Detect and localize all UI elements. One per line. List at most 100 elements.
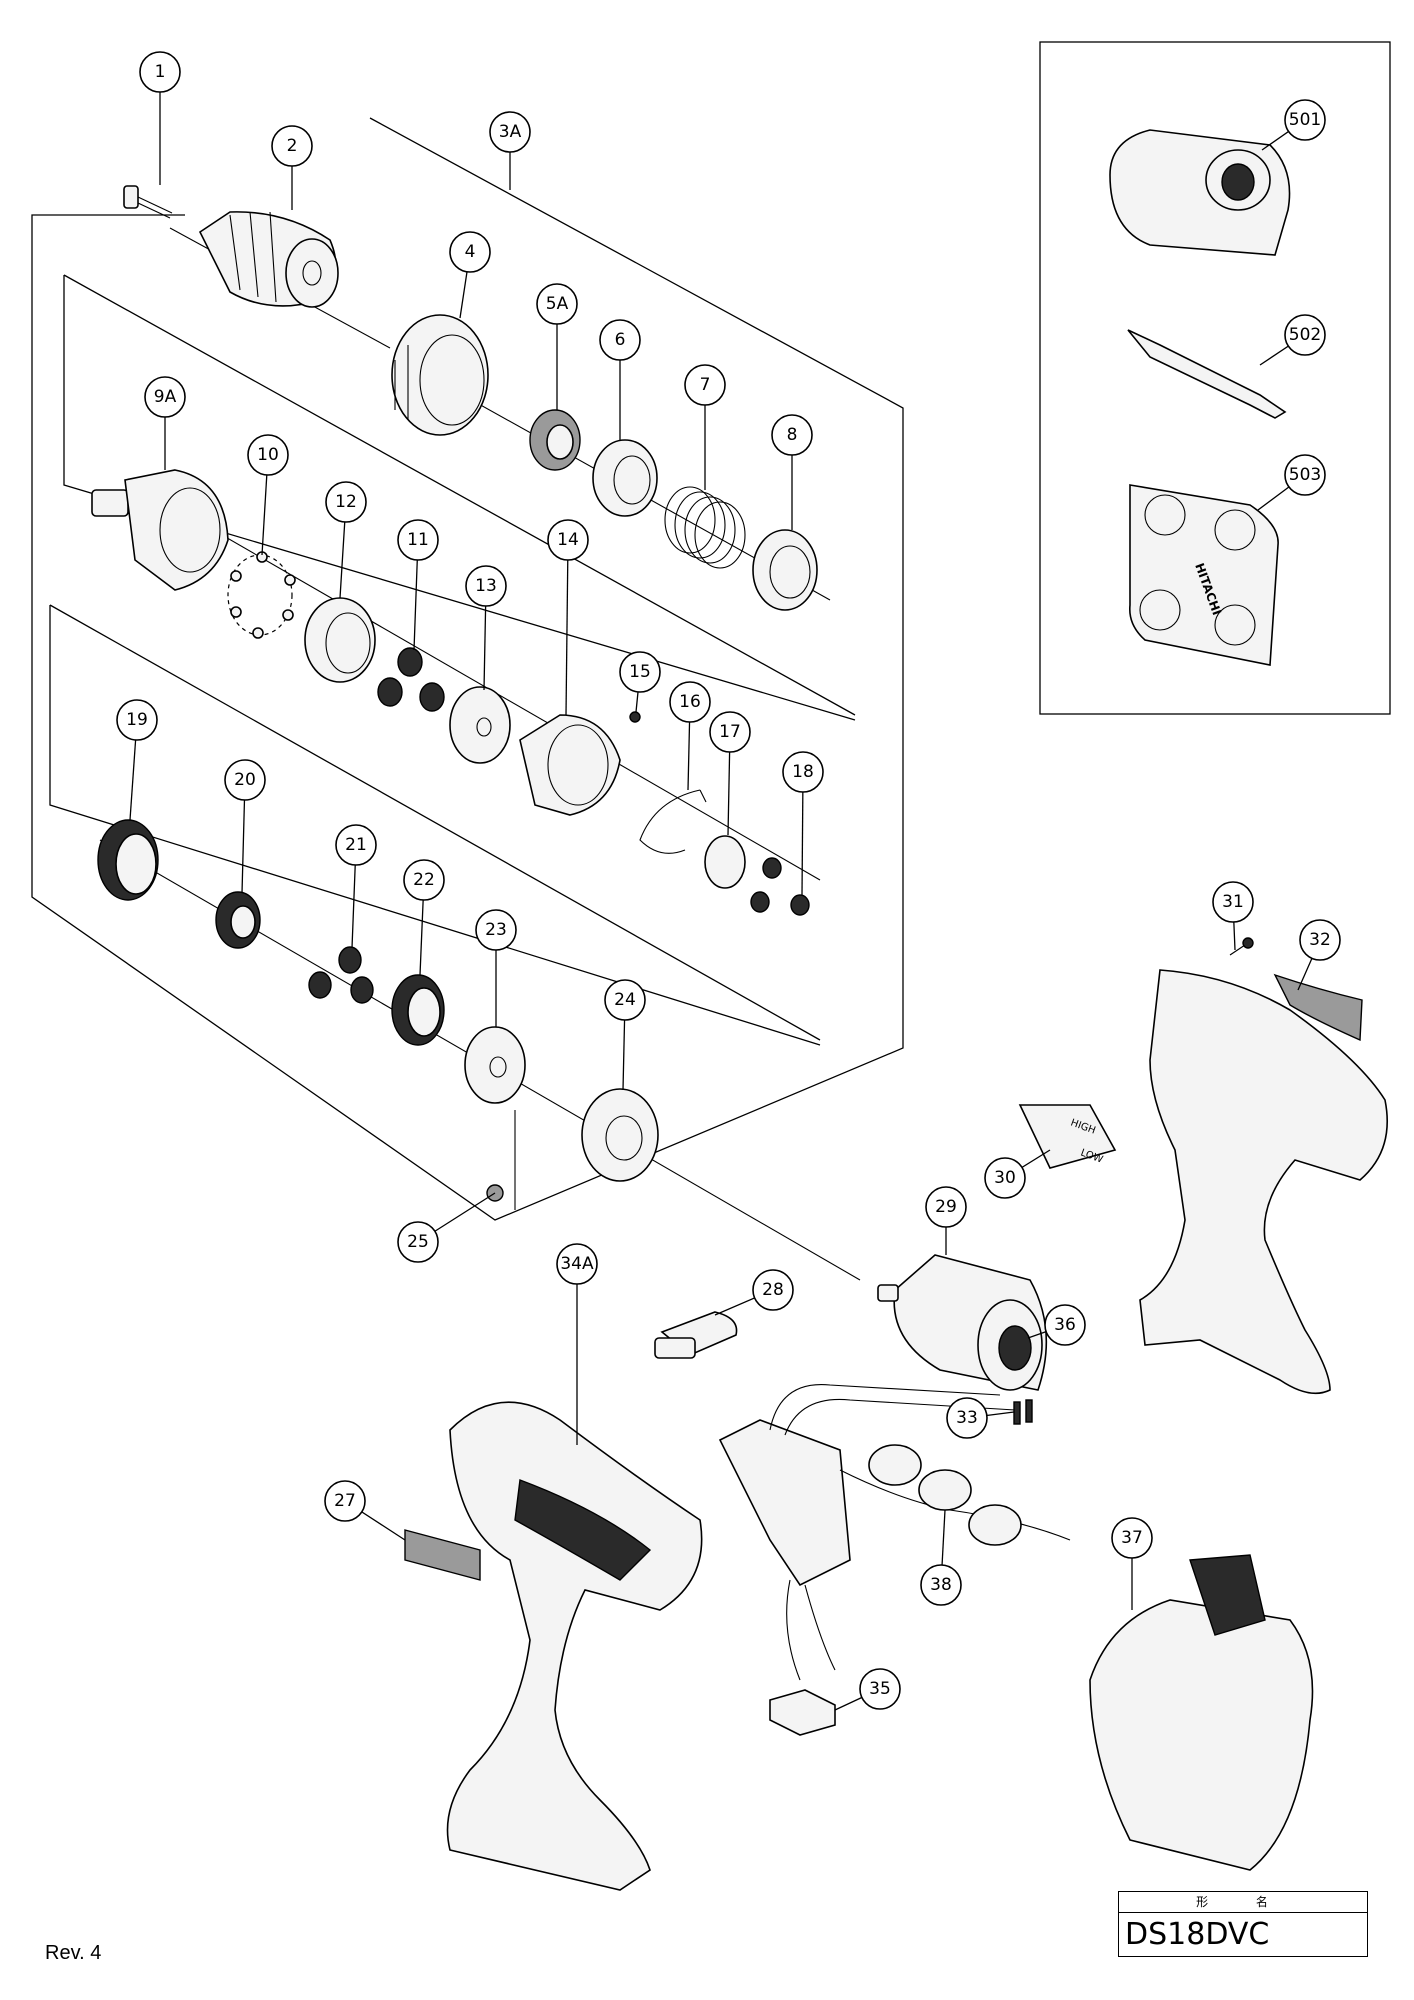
callout-32: 32 [1299,919,1341,961]
callout-label-17: 17 [719,722,741,742]
callout-label-20: 20 [234,770,256,790]
callout-label-25: 25 [407,1232,429,1252]
part-case-503: HITACHI [1128,484,1279,666]
callout-23: 23 [475,909,517,951]
part-clip-16 [639,789,707,854]
callout-503: 503 [1284,454,1326,496]
callout-21: 21 [335,824,377,866]
callout-36: 36 [1044,1304,1086,1346]
callout-33: 33 [946,1397,988,1439]
callout-label-3a: 3A [499,122,522,142]
part-plate-24 [581,1088,659,1182]
callout-2: 2 [271,125,313,167]
part-gear-case-14 [519,714,621,816]
callout-35: 35 [859,1668,901,1710]
part-housing-left [446,1401,703,1891]
part-label-32 [1273,973,1363,1042]
callout-22: 22 [403,859,445,901]
callout-label-15: 15 [629,662,651,682]
part-spring-7 [664,486,746,569]
leader-14 [565,539,569,716]
callout-label-4: 4 [465,242,476,262]
callout-label-2: 2 [287,136,298,156]
part-plate-35 [769,1689,836,1736]
part-screw-1 [123,185,173,219]
callout-14: 14 [547,519,589,561]
callout-label-31: 31 [1222,892,1244,912]
callout-label-10: 10 [257,445,279,465]
part-charger-501 [1109,129,1291,256]
part-washer-8 [752,529,818,611]
callout-label-37: 37 [1121,1528,1143,1548]
callout-label-8: 8 [787,425,798,445]
callout-label-1: 1 [155,62,166,82]
callout-label-34a: 34A [560,1254,594,1274]
callout-501: 501 [1284,99,1326,141]
callout-markers: 123A45A6789A1011121314151617181920212223… [116,51,1341,1710]
callout-13: 13 [465,565,507,607]
callout-label-501: 501 [1289,110,1321,130]
callout-12: 12 [325,481,367,523]
part-screw-15 [629,711,641,723]
callout-27: 27 [324,1480,366,1522]
callout-label-14: 14 [557,530,579,550]
model-box-header: 形 名 [1119,1892,1367,1913]
callout-label-11: 11 [407,530,429,550]
part-switch-plate-30: HIGH LOW [1018,1104,1117,1169]
callout-7: 7 [684,364,726,406]
callout-label-35: 35 [869,1679,891,1699]
accessories-frame [1039,41,1391,715]
part-ring-gear-12 [304,597,376,683]
part-clutch-ring-4 [391,314,489,436]
part-washer-13 [449,686,511,764]
callout-8: 8 [771,414,813,456]
callout-label-29: 29 [935,1197,957,1217]
part-ring-19 [97,819,159,901]
part-chuck-2 [198,211,339,308]
callout-label-16: 16 [679,692,701,712]
gearbox-frames [31,117,904,1221]
callout-label-21: 21 [345,835,367,855]
callout-label-28: 28 [762,1280,784,1300]
revision-label: Rev. 4 [45,1942,102,1964]
callout-label-6: 6 [615,330,626,350]
callout-502: 502 [1284,314,1326,356]
part-planet-gears-11 [377,647,445,712]
callout-label-7: 7 [700,375,711,395]
callout-label-33: 33 [956,1408,978,1428]
callout-label-503: 503 [1289,465,1321,485]
callout-label-32: 32 [1309,930,1331,950]
callout-label-9a: 9A [154,387,177,407]
callout-label-502: 502 [1289,325,1321,345]
part-ring-22 [391,974,445,1046]
part-holder-6 [592,439,658,517]
callout-24: 24 [604,979,646,1021]
callout-1: 1 [139,51,181,93]
callout-38: 38 [920,1564,962,1606]
callout-16: 16 [669,681,711,723]
part-plate-5a [529,409,581,471]
callout-label-24: 24 [614,990,636,1010]
part-carrier-17 [704,835,782,913]
part-cores-38 [868,1444,1022,1546]
callout-30: 30 [984,1157,1026,1199]
callout-3a: 3A [489,111,531,153]
part-battery-37 [1089,1554,1314,1871]
callout-label-18: 18 [792,762,814,782]
callout-29: 29 [925,1186,967,1228]
callout-17: 17 [709,711,751,753]
part-gears-21 [308,946,374,1004]
part-gear-20 [215,891,261,949]
callout-label-12: 12 [335,492,357,512]
callout-label-36: 36 [1054,1315,1076,1335]
part-balls-10 [227,551,296,639]
part-gear-18 [790,894,810,916]
callout-label-38: 38 [930,1575,952,1595]
callout-label-30: 30 [994,1168,1016,1188]
part-bit-502 [1127,329,1287,419]
callout-11: 11 [397,519,439,561]
model-name: DS18DVC [1125,1917,1270,1952]
part-housing-right [1139,969,1388,1395]
callout-28: 28 [752,1269,794,1311]
